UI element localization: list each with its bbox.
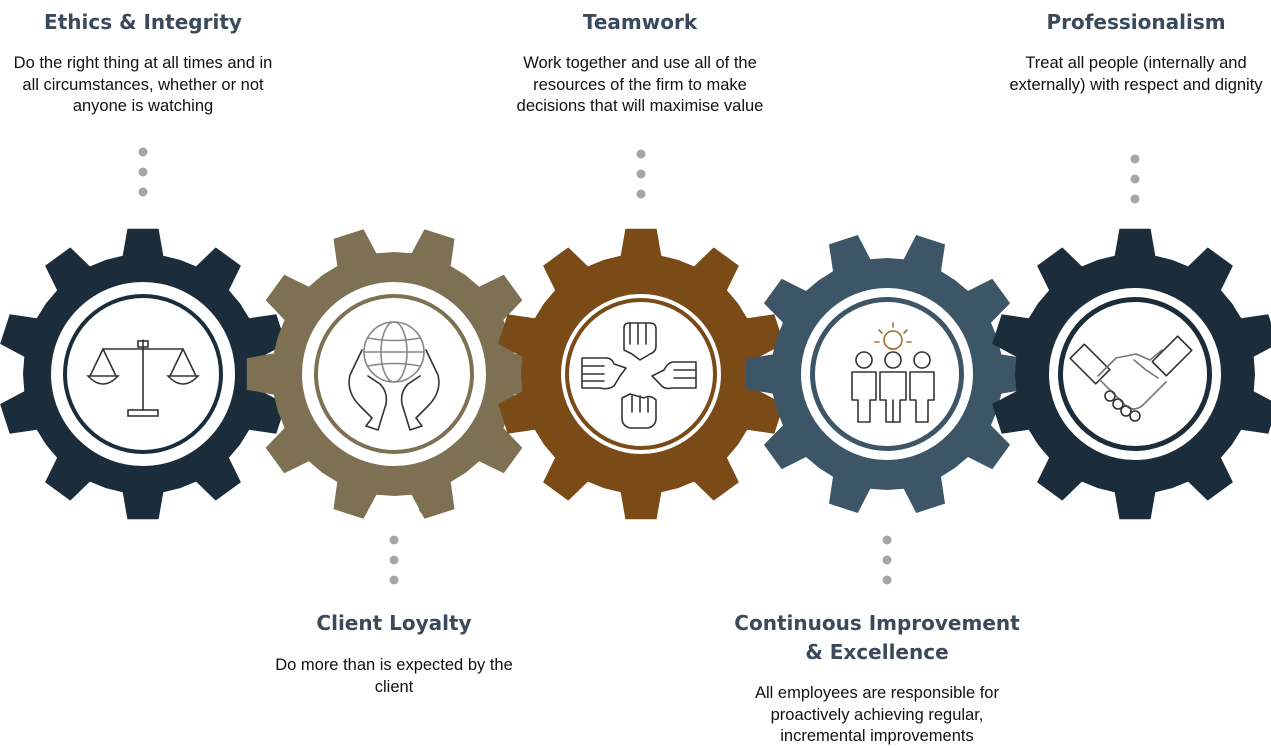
team-idea-lightbulb-icon — [851, 322, 935, 423]
professionalism-description: Treat all people (internally and externa… — [1009, 54, 1263, 94]
connector-dots-client — [389, 535, 399, 585]
globe-in-hands-icon — [348, 321, 440, 431]
connector-dots-teamwork — [636, 149, 646, 199]
gear-client — [246, 229, 542, 519]
teamwork-title: Teamwork — [582, 10, 698, 34]
client-description: Do more than is expected by the client — [275, 656, 513, 696]
scales-of-justice-icon — [86, 339, 200, 417]
improvement-title: Continuous Improvement & Excellence — [734, 611, 1020, 664]
ethics-description: Do the right thing at all times and in a… — [13, 54, 273, 115]
ethics-title: Ethics & Integrity — [44, 10, 242, 34]
handshake-icon — [1069, 335, 1193, 422]
improvement-description: All employees are responsible for proact… — [755, 684, 999, 745]
connector-dots-improvement — [882, 535, 892, 585]
gear-improvement — [745, 235, 1029, 513]
connector-dots-professionalism — [1130, 154, 1140, 204]
connector-dots-ethics — [138, 147, 148, 197]
professionalism-title: Professionalism — [1046, 10, 1226, 34]
teamwork-description: Work together and use all of the resourc… — [516, 54, 764, 115]
gear-professionalism — [992, 228, 1271, 520]
four-hands-icon — [581, 322, 697, 429]
client-title: Client Loyalty — [316, 611, 472, 635]
gear-teamwork — [498, 228, 784, 520]
